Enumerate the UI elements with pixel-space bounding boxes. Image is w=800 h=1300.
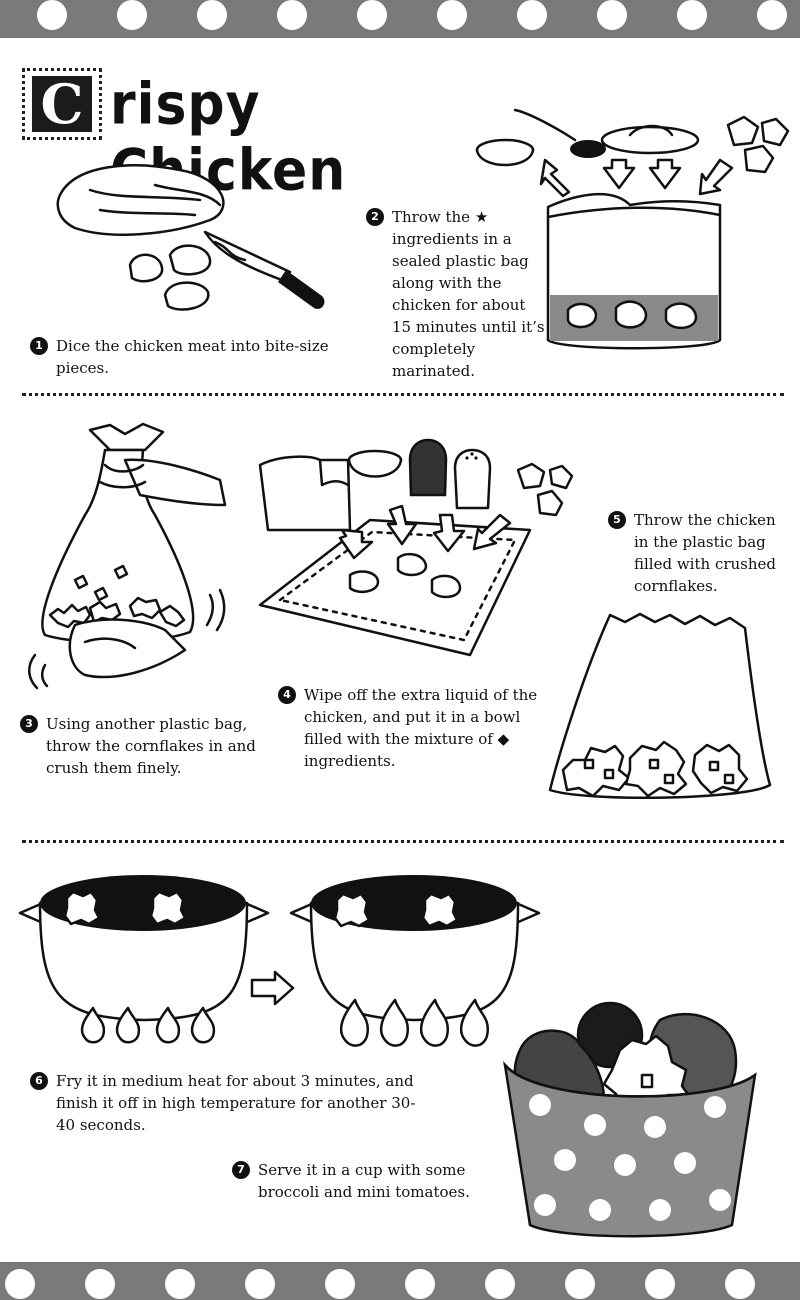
title-initial-letter: C [32,76,92,132]
step-7-text: Serve it in a cup with some broccoli and… [258,1161,470,1201]
step-5-text: Throw the chicken in the plastic bag fil… [634,511,777,595]
step-4: 4 Wipe off the extra liquid of the chick… [278,684,538,772]
step-7-number: 7 [232,1161,250,1179]
page-title: C rispy Chicken [22,68,482,204]
step-7: 7 Serve it in a cup with some broccoli a… [232,1159,482,1203]
step-5: 5 Throw the chicken in the plastic bag f… [608,509,793,597]
step-2: 2 Throw the ★ ingredients in a sealed pl… [366,206,546,382]
step-6-text: Fry it in medium heat for about 3 minute… [56,1072,416,1134]
marinade-bag-illustration [475,108,790,350]
section-divider-1 [22,393,784,396]
step-1-text: Dice the chicken meat into bite-size pie… [56,337,329,377]
bottom-polka-dot-band [0,1262,800,1300]
step-1-number: 1 [30,337,48,355]
step-4-number: 4 [278,686,296,704]
step-6: 6 Fry it in medium heat for about 3 minu… [30,1070,430,1136]
section-divider-2 [22,840,784,843]
frying-pots-illustration [18,875,541,1047]
step-5-number: 5 [608,511,626,529]
step-3-text: Using another plastic bag, throw the cor… [46,715,256,777]
step-3-number: 3 [20,715,38,733]
raw-chicken-knife-illustration [56,164,325,311]
title-initial-box: C [22,68,102,140]
star-symbol: ★ [474,208,489,226]
step-2-text: Throw the ★ ingredients in a sealed plas… [392,208,545,380]
step-1: 1 Dice the chicken meat into bite-size p… [30,335,330,379]
step-3: 3 Using another plastic bag, throw the c… [20,713,280,779]
step-2-number: 2 [366,208,384,226]
crushing-bag-illustration [28,422,227,690]
step-6-number: 6 [30,1072,48,1090]
diamond-symbol: ◆ [497,730,510,748]
coated-chicken-bag-illustration [548,612,772,800]
serving-cup-illustration [503,1001,757,1238]
step-4-text: Wipe off the extra liquid of the chicken… [304,686,538,770]
top-polka-dot-band [0,0,800,38]
seasoning-tray-illustration [258,438,574,657]
